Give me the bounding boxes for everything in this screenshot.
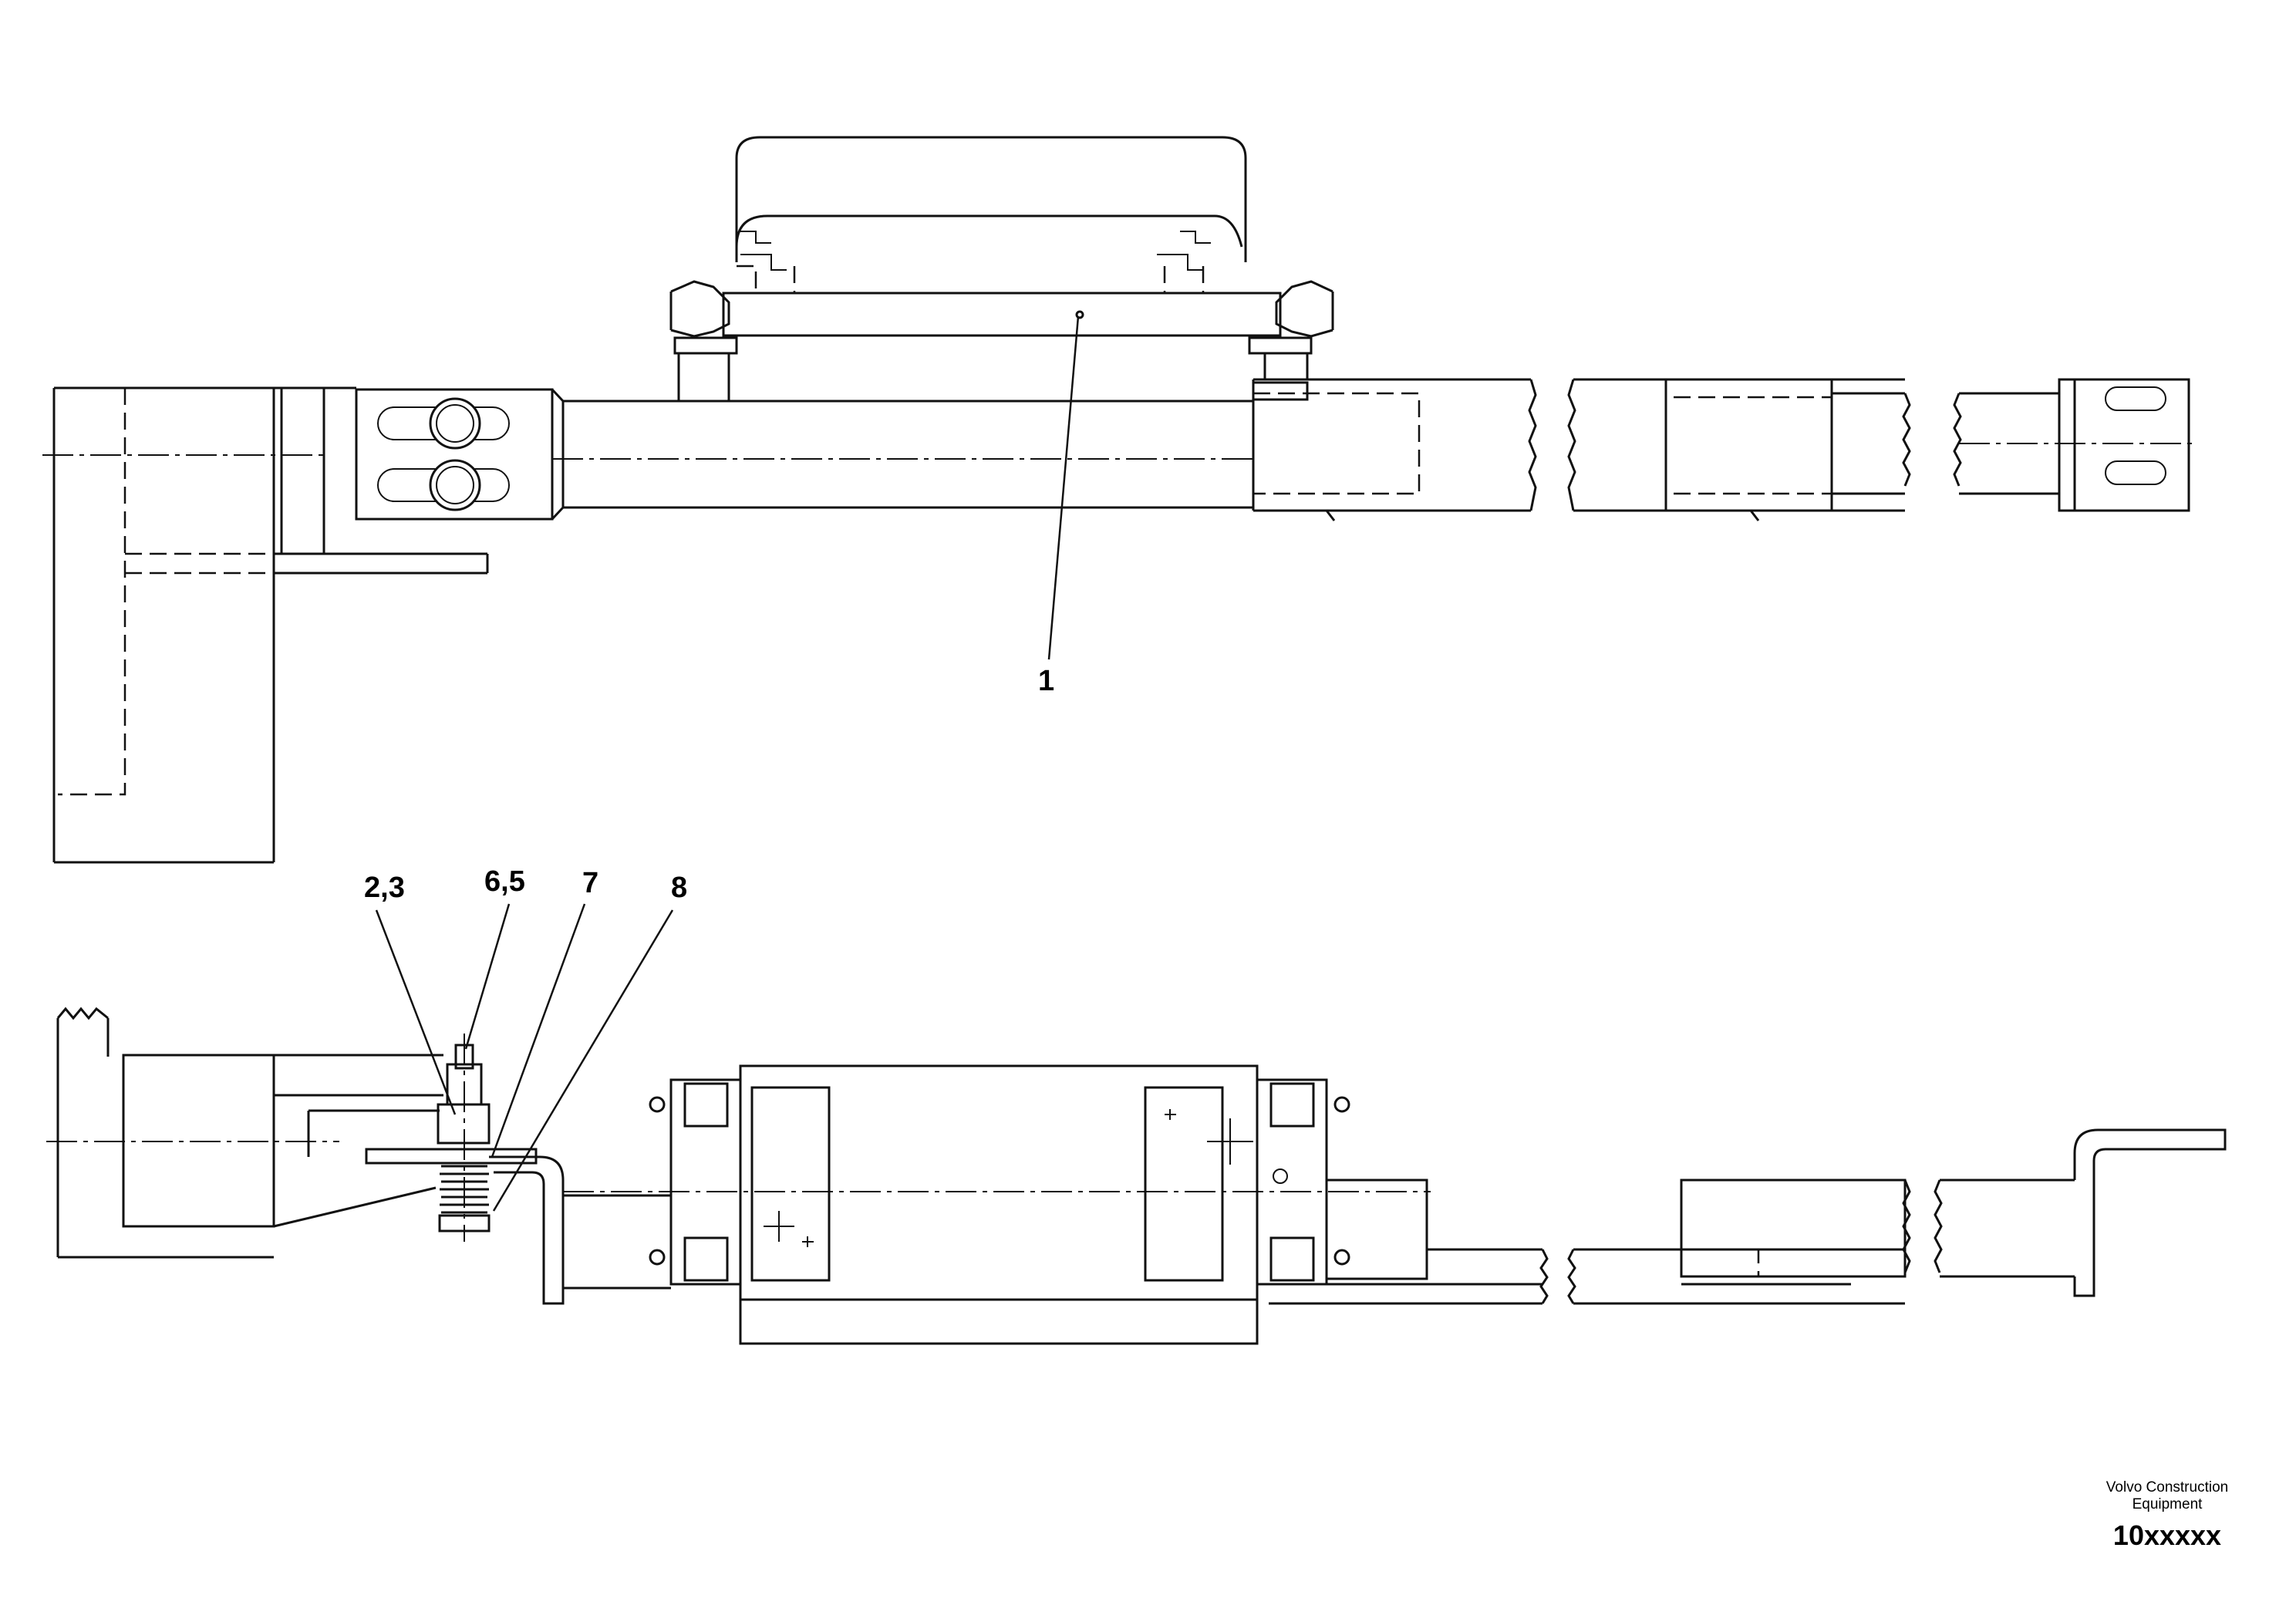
lower-left-bracket — [46, 1007, 443, 1259]
callout-item-7: 7 — [582, 867, 598, 899]
main-tube — [552, 378, 1537, 521]
callout-labels: 1 2,3 6,5 7 8 — [364, 665, 1054, 904]
lower-assembly-view — [46, 1007, 2227, 1345]
lower-tube-segments — [1269, 1128, 2227, 1305]
clamp-plate — [355, 388, 565, 521]
company-name-line2: Equipment — [2132, 1496, 2203, 1512]
left-mount-bracket — [42, 386, 489, 864]
bolt-stack — [365, 1034, 538, 1242]
callout-item-6-5: 6,5 — [484, 865, 525, 898]
left-z-bracket — [489, 1155, 671, 1305]
company-name-line1: Volvo Construction — [2106, 1479, 2229, 1496]
drawing-number: 10xxxxx — [2112, 1519, 2222, 1551]
tube-segment-middle — [1567, 378, 1911, 521]
handle-rail — [669, 136, 1334, 401]
tube-segment-right — [1953, 378, 2198, 512]
callout-item-2-3: 2,3 — [364, 872, 405, 904]
leader-lines — [375, 315, 1080, 1212]
upper-assembly-view — [42, 136, 2198, 864]
callout-item-1: 1 — [1038, 665, 1054, 697]
callout-item-8: 8 — [671, 872, 687, 904]
roller-frame — [563, 1064, 1431, 1345]
